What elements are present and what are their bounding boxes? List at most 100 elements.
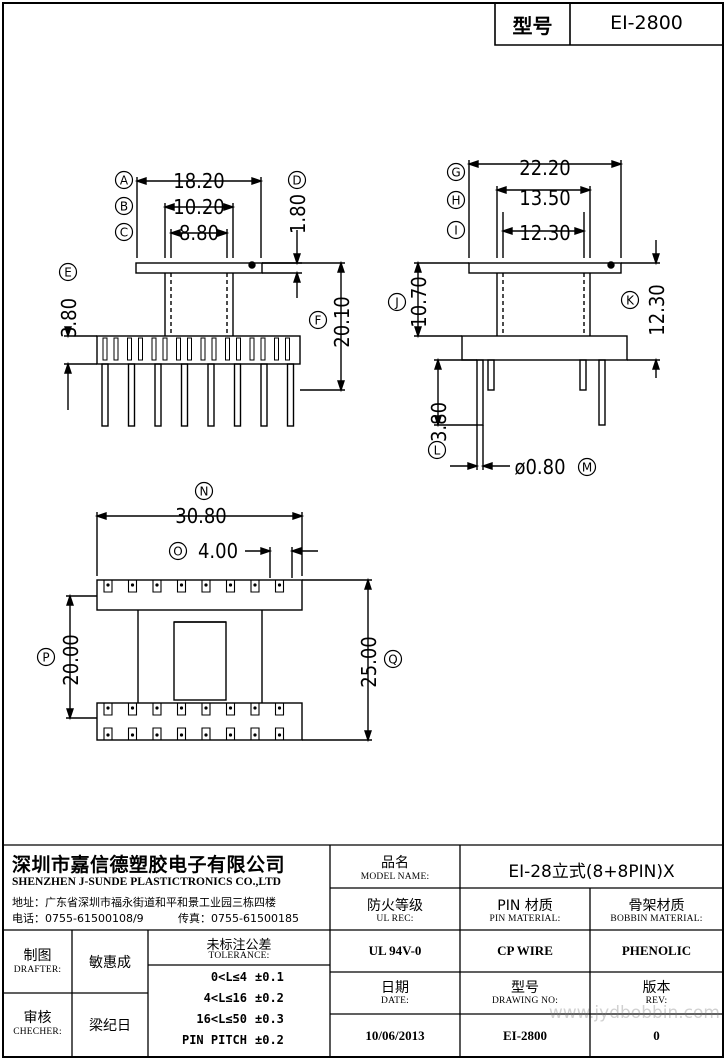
dim-value-j: 10.70 — [407, 276, 431, 328]
dim-value-f: 20.10 — [330, 296, 354, 348]
front-view — [64, 177, 345, 427]
tolerance-range: 16<L≤50 — [196, 1012, 247, 1026]
pin — [286, 363, 295, 427]
pin — [154, 363, 162, 427]
dim-value-i: 12.30 — [519, 221, 571, 245]
ul-rec-en: UL REC: — [376, 914, 414, 924]
dim-marker-f: F — [308, 310, 328, 330]
date-value: 10/06/2013 — [365, 1028, 425, 1043]
bobbin-material-cn: 骨架材质 — [628, 898, 685, 914]
rev-cn: 版本 — [642, 980, 671, 996]
svg-text:O: O — [173, 545, 182, 559]
tolerance-value: ±0.2 — [255, 1033, 284, 1047]
dim-marker-j: J — [387, 292, 407, 312]
svg-text:A: A — [120, 174, 129, 188]
company-phone: 电话：0755-61500108/9 — [12, 912, 144, 925]
side-view — [414, 160, 660, 470]
svg-text:H: H — [451, 194, 460, 208]
pin — [260, 363, 268, 427]
ul-rec-value: UL 94V-0 — [368, 943, 422, 958]
checker-en: CHECHER: — [13, 1027, 62, 1037]
header-box — [494, 3, 723, 46]
company-address: 地址：广东省深圳市福永街道和平和景工业园三栋四楼 — [12, 896, 276, 909]
dim-marker-m: M — [577, 457, 597, 477]
dim-value-p: 20.00 — [59, 634, 83, 686]
company-name-en: SHENZHEN J-SUNDE PLASTICTRONICS CO.,LTD — [12, 876, 281, 888]
pin-material-en: PIN MATERIAL: — [489, 914, 561, 924]
header-model-label: 型号 — [512, 14, 553, 38]
svg-text:M: M — [582, 461, 592, 475]
pin — [101, 363, 109, 427]
svg-text:K: K — [626, 294, 635, 308]
dim-value-e: 3.80 — [57, 298, 81, 338]
dim-marker-a: A — [114, 170, 134, 190]
model-name-cn: 品名 — [381, 855, 409, 871]
svg-text:I: I — [454, 224, 458, 238]
pin-material-cn: PIN 材质 — [497, 898, 553, 914]
dim-marker-h: H — [446, 190, 466, 210]
pin-material-value: CP WIRE — [497, 943, 553, 958]
date-en: DATE: — [381, 996, 409, 1006]
svg-text:N: N — [200, 485, 209, 499]
company-name-cn: 深圳市嘉信德塑胶电子有限公司 — [12, 854, 286, 876]
checker-value: 梁纪日 — [89, 1018, 131, 1034]
svg-text:P: P — [42, 651, 49, 665]
tolerance-value: ±0.3 — [255, 1012, 284, 1026]
company-fax: 传真：0755-61500185 — [178, 912, 299, 925]
date-cn: 日期 — [381, 980, 409, 996]
drafter-en: DRAFTER: — [13, 965, 62, 975]
dim-value-g: 22.20 — [519, 156, 571, 180]
dim-value-n: 30.80 — [175, 504, 227, 528]
tolerance-range: PIN PITCH — [181, 1033, 247, 1047]
dim-value-h: 13.50 — [519, 186, 571, 210]
dim-marker-n: N — [194, 481, 214, 501]
ul-rec-cn: 防火等级 — [367, 898, 423, 914]
dim-marker-g: G — [446, 162, 466, 182]
rev-value: 0 — [653, 1028, 660, 1043]
tolerance-cn: 未标注公差 — [206, 938, 272, 953]
svg-text:J: J — [394, 296, 399, 310]
dim-value-k: 12.30 — [645, 284, 669, 336]
tolerance-en: TOLERANCE: — [208, 951, 270, 961]
dim-marker-c: C — [114, 222, 134, 242]
drawing-no-cn: 型号 — [511, 980, 539, 996]
dim-value-o: 4.00 — [198, 539, 238, 563]
svg-text:L: L — [434, 444, 441, 458]
rev-en: REV: — [645, 996, 668, 1006]
dim-marker-l: L — [427, 440, 447, 460]
dim-marker-p: P — [36, 647, 56, 667]
svg-text:G: G — [451, 166, 460, 180]
dim-value-d: 1.80 — [286, 194, 310, 234]
dim-marker-q: Q — [383, 649, 403, 669]
svg-text:C: C — [120, 226, 128, 240]
dim-value-m: ø0.80 — [514, 455, 565, 479]
checker-cn: 审核 — [23, 1010, 52, 1026]
top-view — [66, 512, 372, 743]
title-block-grid — [3, 844, 723, 1057]
dim-value-c: 8.80 — [179, 221, 219, 245]
dim-value-a: 18.20 — [173, 169, 225, 193]
dim-marker-i: I — [446, 220, 466, 240]
svg-text:B: B — [120, 200, 128, 214]
pin — [207, 363, 215, 427]
model-name-value: EI-28立式(8+8PIN)X — [508, 862, 675, 882]
drawing-no-en: DRAWING NO: — [491, 996, 559, 1006]
svg-text:F: F — [315, 314, 322, 328]
model-name-en: MODEL NAME: — [360, 872, 430, 882]
drafter-value: 敏惠成 — [89, 955, 131, 971]
bobbin-material-en: BOBBIN MATERIAL: — [610, 914, 703, 924]
tolerance-range: 0<L≤4 — [210, 970, 247, 984]
drafter-cn: 制图 — [23, 948, 52, 964]
watermark: www.jydbobbin.com — [548, 1003, 720, 1023]
tolerance-value: ±0.1 — [255, 970, 284, 984]
drawing-no-value: EI-2800 — [502, 1028, 548, 1043]
pin — [233, 363, 242, 427]
dim-value-l: 3.80 — [427, 402, 451, 442]
svg-text:D: D — [292, 174, 301, 188]
dim-value-b: 10.20 — [173, 195, 225, 219]
dim-value-q: 25.00 — [357, 636, 381, 688]
dim-marker-d: D — [287, 170, 307, 190]
